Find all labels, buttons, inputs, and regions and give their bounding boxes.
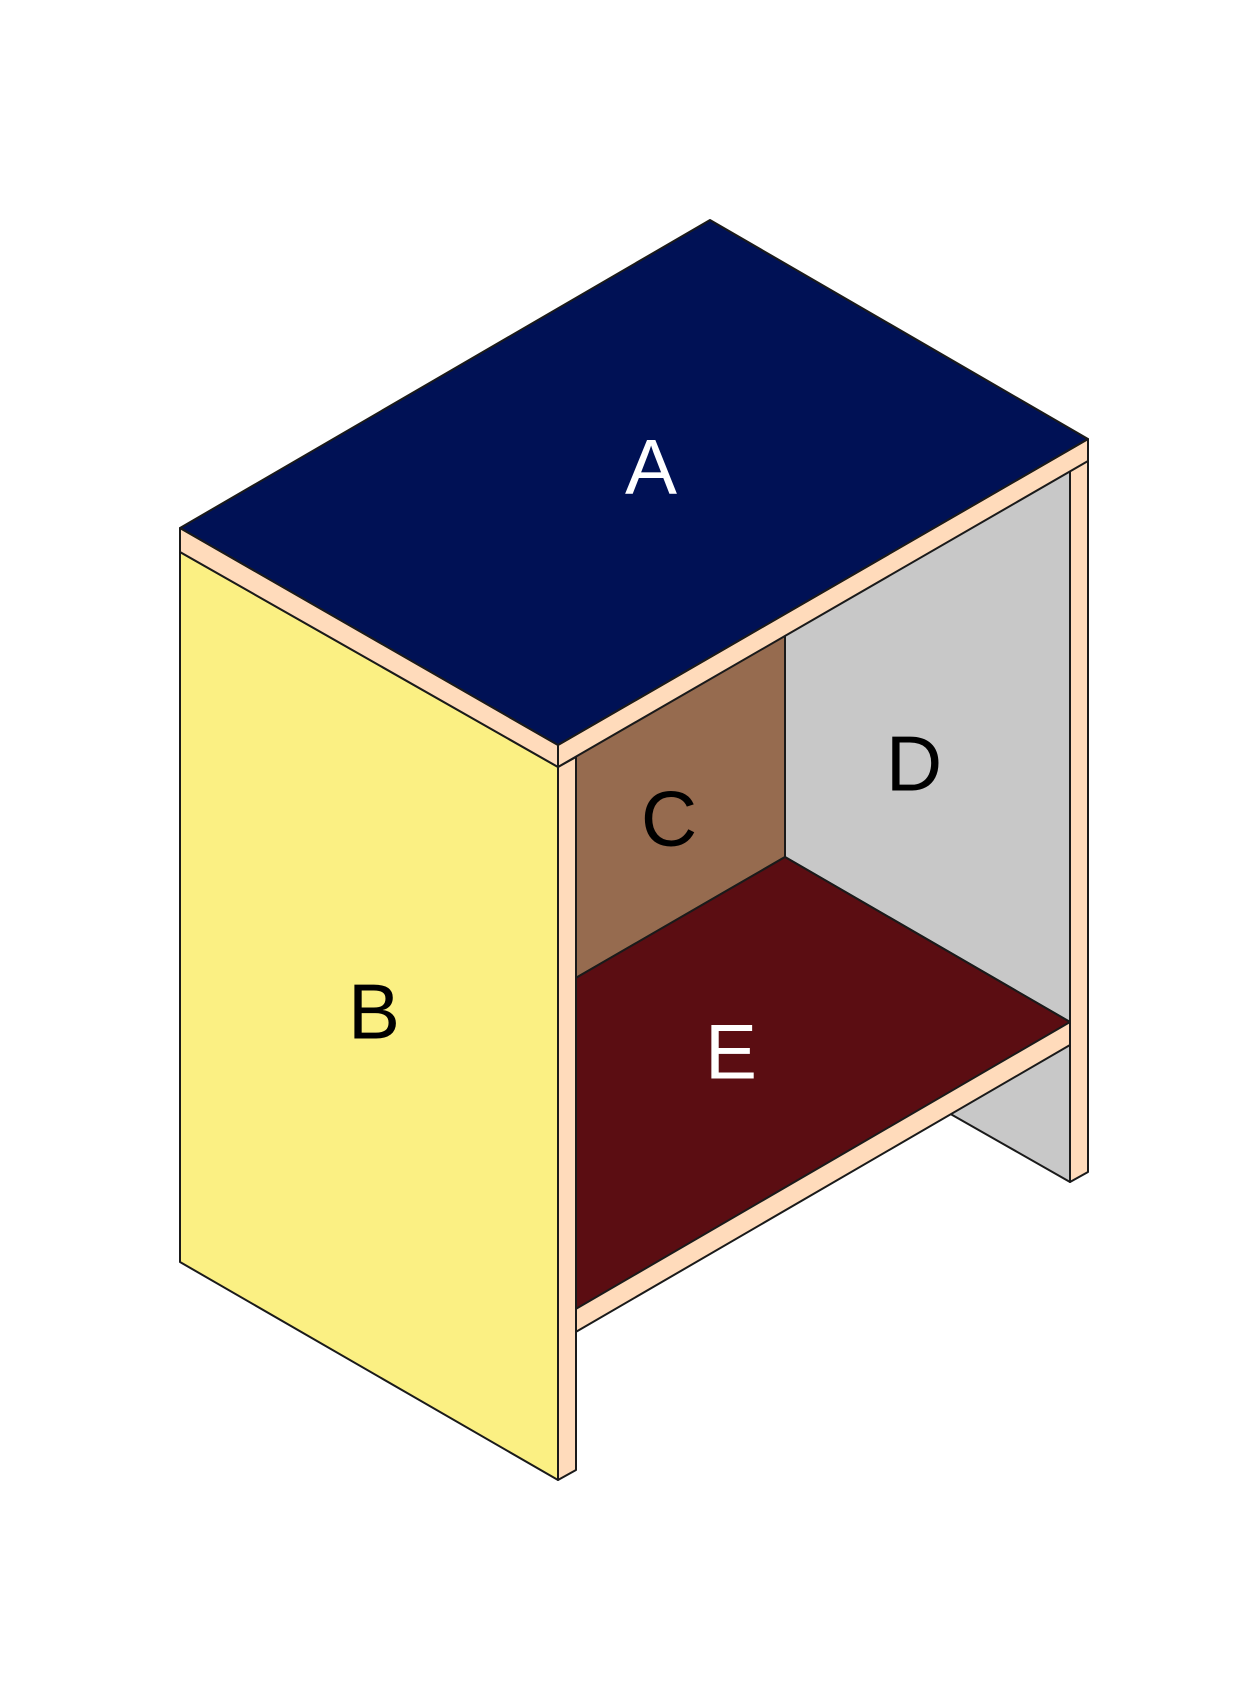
left-side-front-edge: [557, 756, 577, 1481]
panel-c-label: C: [641, 775, 697, 863]
right-side-front-edge: [1069, 447, 1089, 1183]
panel-a-label: A: [625, 423, 677, 511]
panel-b-label: B: [348, 968, 400, 1056]
panel-a-top: [179, 219, 1089, 746]
panel-d-label: D: [886, 720, 942, 808]
panel-e-label: E: [705, 1008, 757, 1096]
